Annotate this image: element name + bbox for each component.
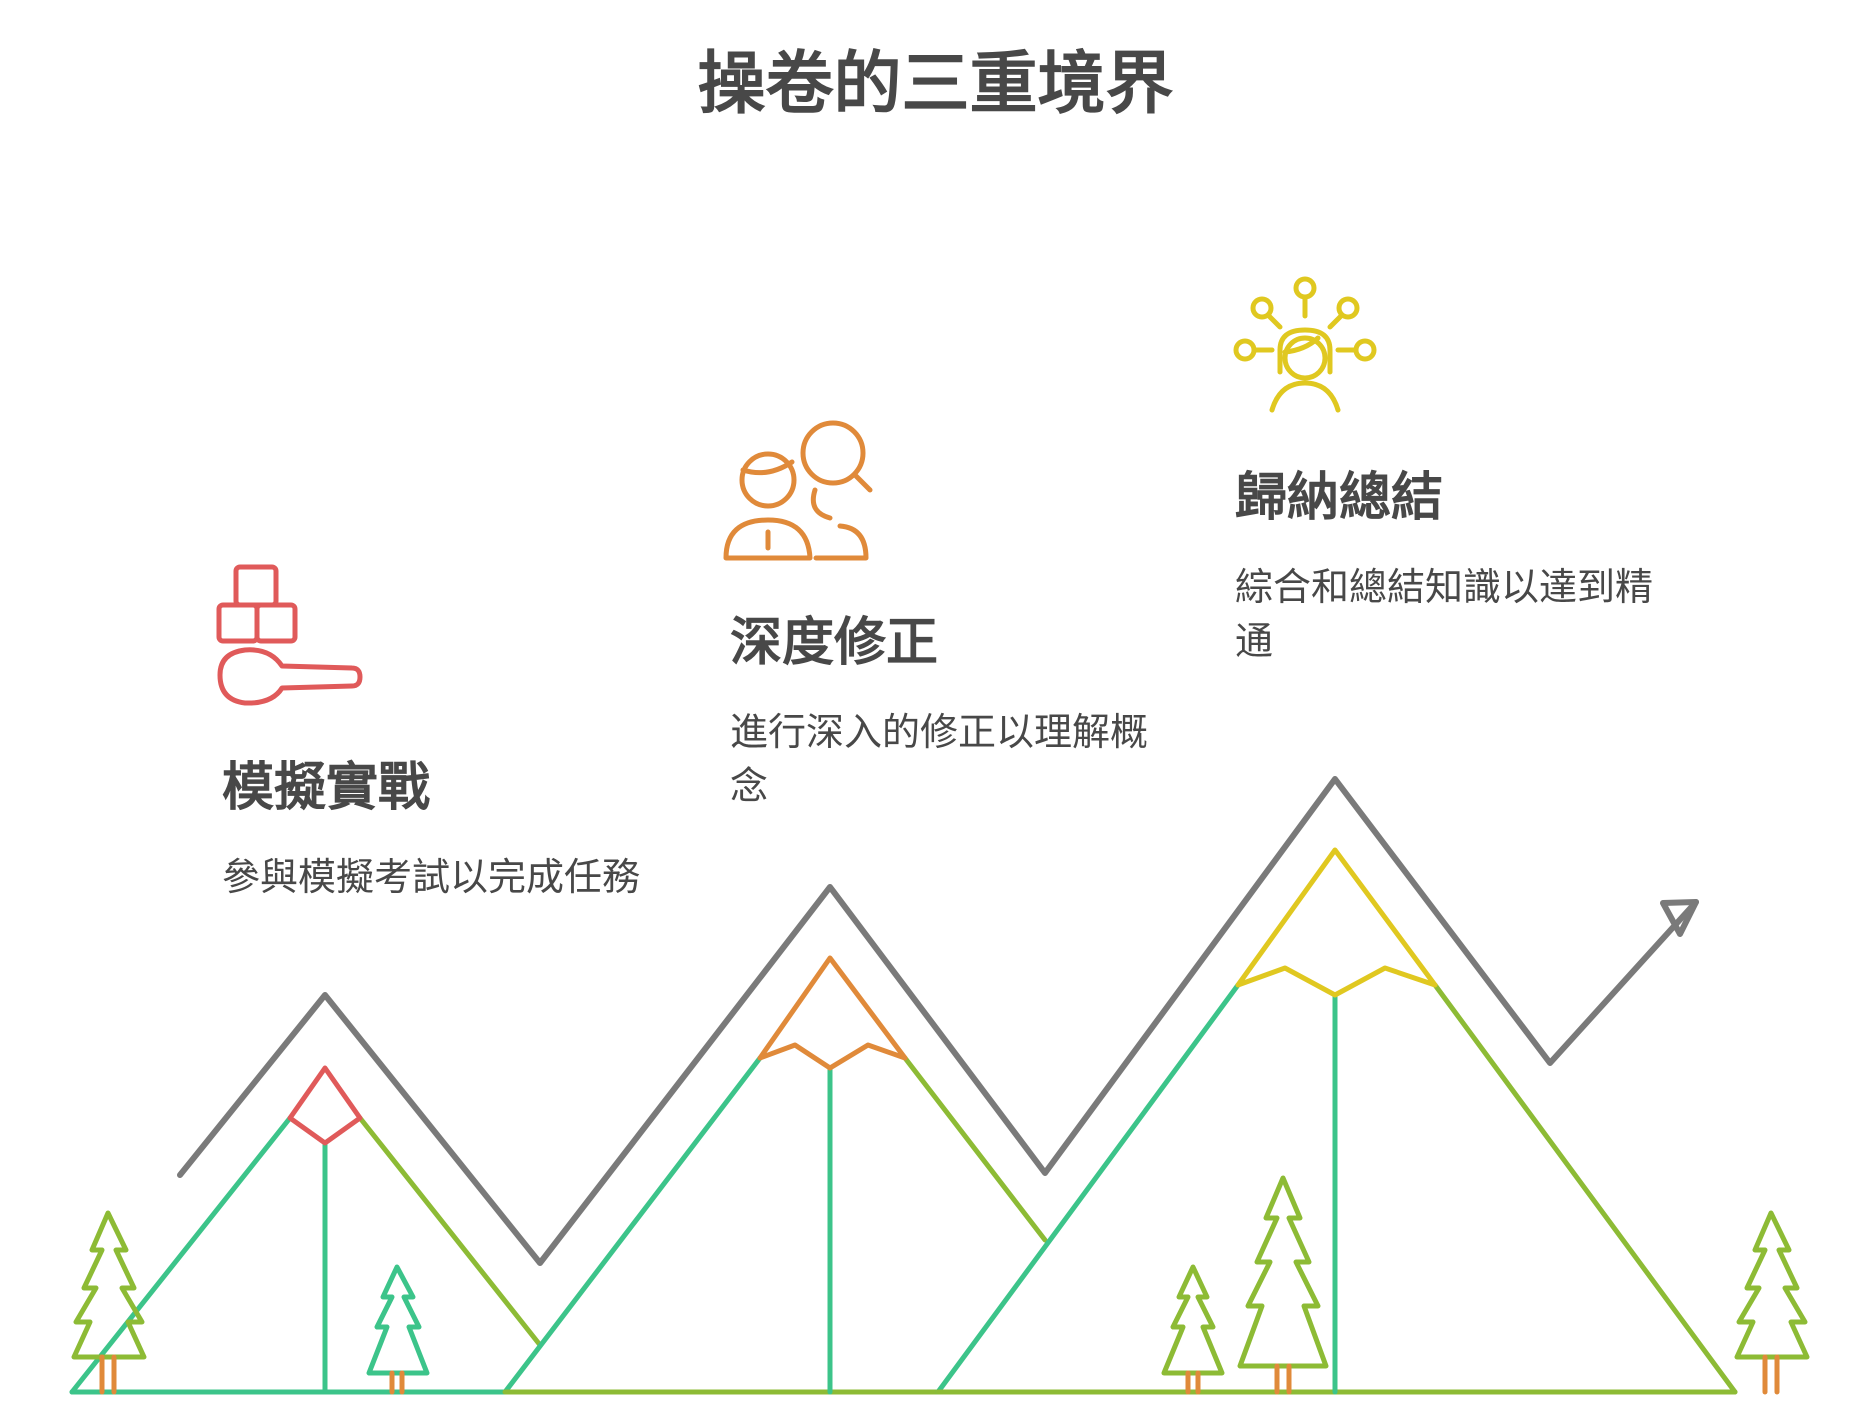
stage-3-heading: 歸納總結 [1235, 468, 1444, 528]
mountain-2-peak [757, 955, 908, 1071]
stage-1-description: 參與模擬考試以完成任務 [222, 855, 641, 899]
mountain-3-peak [1235, 847, 1438, 998]
stage-2-description: 進行深入的修正以理解概念 [730, 710, 1149, 808]
person-ideas-icon [1233, 276, 1377, 413]
people-magnifier-icon [723, 420, 873, 561]
tree-mountain-3-tall [1237, 1175, 1329, 1395]
mountain-3 [935, 982, 1738, 1395]
page-title: 操卷的三重境界 [697, 45, 1174, 124]
tree-mountain-3-small [1161, 1264, 1225, 1395]
tree-mountain-1 [366, 1264, 430, 1395]
stage-3-description: 綜合和總結知識以達到精通 [1235, 565, 1654, 663]
progress-zigzag-arrow [177, 776, 1699, 1266]
mountain-2 [502, 1055, 1048, 1395]
stage-2-heading: 深度修正 [730, 613, 939, 673]
tree-right [1734, 1210, 1810, 1395]
blocks-scoop-icon [216, 564, 363, 706]
mountain-1-peak [287, 1065, 363, 1146]
tree-left [71, 1210, 147, 1395]
stage-1-heading: 模擬實戰 [222, 758, 431, 818]
mountain-1 [69, 1115, 543, 1395]
